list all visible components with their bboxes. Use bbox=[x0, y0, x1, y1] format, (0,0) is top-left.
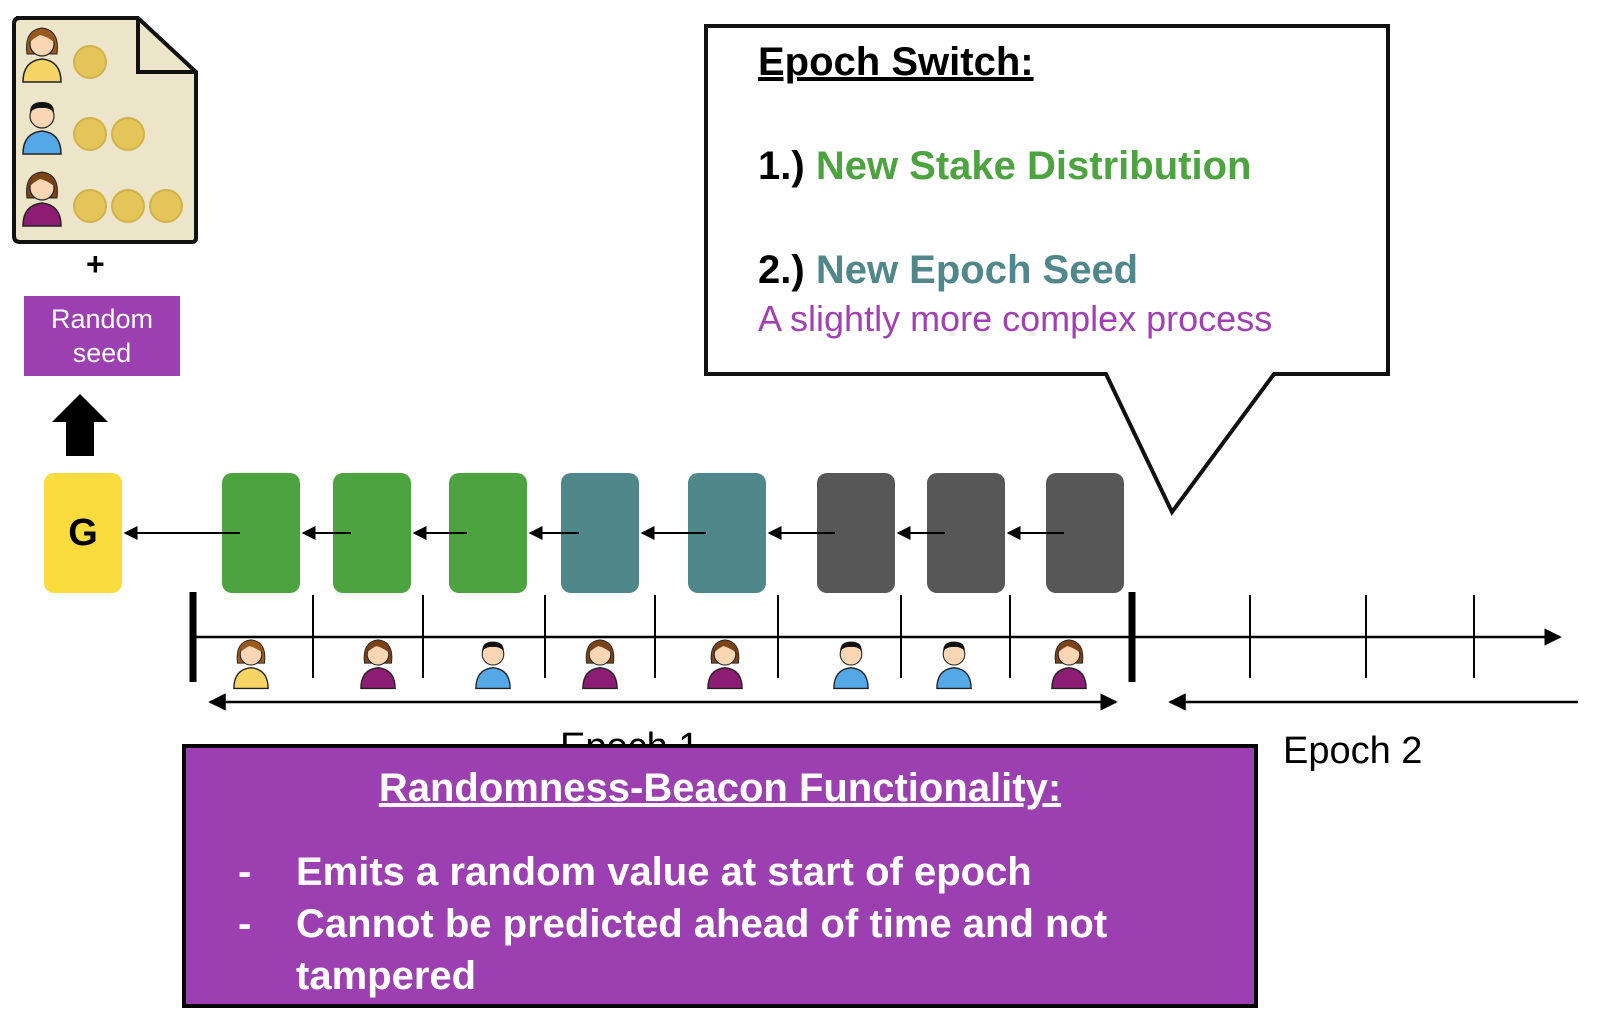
bullet-dash: - bbox=[238, 902, 252, 946]
item2-number: 2.) bbox=[758, 248, 805, 292]
beacon-box: Randomness-Beacon Functionality: - Emits… bbox=[182, 744, 1258, 1008]
bullet-text: Emits a random value at start of epoch bbox=[296, 850, 1032, 894]
slot-timeline bbox=[189, 592, 1562, 682]
coin-icon bbox=[73, 45, 107, 79]
person-icon bbox=[1051, 639, 1087, 690]
person-icon bbox=[707, 639, 743, 690]
beacon-bullet: - Emits a random value at start of epoch bbox=[238, 846, 1228, 898]
bullet-dash: - bbox=[238, 850, 252, 894]
person-icon bbox=[582, 639, 618, 690]
coin-icon bbox=[73, 189, 107, 223]
epoch2-label: Epoch 2 bbox=[1283, 730, 1423, 772]
person-icon bbox=[22, 102, 62, 155]
beacon-title: Randomness-Beacon Functionality: bbox=[378, 766, 1062, 810]
coin-icon bbox=[73, 117, 107, 151]
chain-block bbox=[222, 473, 300, 593]
random-seed-box: Random seed bbox=[24, 296, 180, 376]
beacon-bullet: - Cannot be predicted ahead of time and … bbox=[238, 898, 1228, 1002]
slot-leaders bbox=[233, 639, 1087, 690]
chain-block bbox=[561, 473, 639, 593]
chain-block bbox=[449, 473, 527, 593]
chain-block bbox=[927, 473, 1005, 593]
item1-number: 1.) bbox=[758, 144, 805, 188]
person-icon bbox=[833, 641, 869, 690]
beacon-list: - Emits a random value at start of epoch… bbox=[238, 846, 1228, 1002]
chain-block bbox=[688, 473, 766, 593]
person-icon bbox=[22, 171, 62, 227]
chain-block bbox=[1046, 473, 1124, 593]
stake-coins bbox=[73, 45, 183, 223]
item2-subtext: A slightly more complex process bbox=[758, 298, 1273, 339]
chain-block bbox=[333, 473, 411, 593]
epoch-switch-callout bbox=[704, 24, 1390, 516]
coin-icon bbox=[111, 189, 145, 223]
random-seed-label: Random seed bbox=[50, 304, 154, 368]
plus-sign: + bbox=[86, 246, 105, 282]
chain-block bbox=[817, 473, 895, 593]
stake-holders bbox=[22, 27, 62, 227]
callout-item-2: 2.) New Epoch Seed bbox=[758, 248, 1138, 293]
coin-icon bbox=[149, 189, 183, 223]
slot-ticks bbox=[312, 595, 1475, 678]
block-chain bbox=[222, 473, 1124, 593]
callout-title: Epoch Switch: bbox=[758, 40, 1034, 84]
callout-item-1: 1.) New Stake Distribution bbox=[758, 144, 1251, 189]
person-icon bbox=[936, 641, 972, 690]
item2-text: New Epoch Seed bbox=[815, 248, 1139, 292]
genesis-block bbox=[44, 473, 122, 593]
person-icon bbox=[22, 27, 62, 83]
person-icon bbox=[475, 641, 511, 690]
up-arrow-icon bbox=[52, 394, 108, 456]
person-icon bbox=[233, 639, 269, 690]
item1-text: New Stake Distribution bbox=[815, 144, 1252, 188]
genesis-label: G bbox=[68, 511, 98, 554]
person-icon bbox=[360, 639, 396, 690]
coin-icon bbox=[111, 117, 145, 151]
bullet-text: Cannot be predicted ahead of time and no… bbox=[296, 902, 1108, 998]
